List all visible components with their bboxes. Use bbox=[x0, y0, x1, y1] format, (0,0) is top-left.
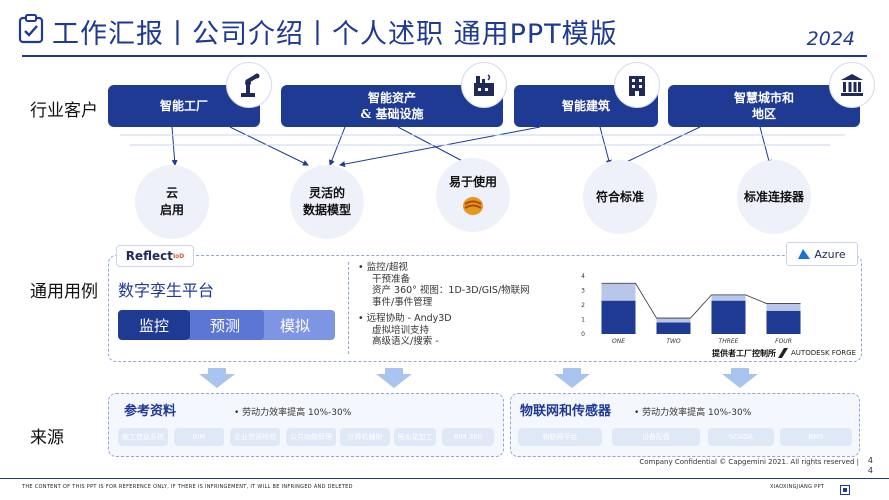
swirl-logo-icon bbox=[462, 196, 483, 215]
pill-construction-info: 施工信息系统 bbox=[118, 428, 168, 446]
azure-label: Azure bbox=[814, 247, 846, 261]
row-label-source: 来源 bbox=[30, 428, 64, 448]
x-tick-label: THREE bbox=[719, 338, 739, 345]
capability-ease-label: 易于使用 bbox=[448, 174, 497, 189]
source-panel-reference bbox=[108, 393, 504, 457]
bullet-remote: • 远程协助 - Andy3D bbox=[358, 313, 452, 324]
qr-icon bbox=[840, 480, 850, 499]
page-title: 工作汇报丨公司介绍丨个人述职 通用PPT模版 bbox=[52, 19, 618, 50]
down-arrow bbox=[722, 368, 758, 388]
row-label-industry: 行业客户 bbox=[30, 101, 98, 121]
pill-computer-aided: 计算机辅助 bbox=[340, 428, 390, 446]
bullet-sub: 高级语义/搜索 - bbox=[372, 336, 439, 347]
chart-bar-segment bbox=[656, 322, 691, 334]
pill-equipment: 设备配备 bbox=[612, 428, 700, 446]
capability-connectors: 标准连接器 bbox=[737, 160, 811, 234]
bullet-sub: 事件/事件管理 bbox=[372, 296, 433, 308]
y-tick-label: 4 bbox=[581, 273, 585, 280]
y-tick-label: 0 bbox=[581, 331, 585, 338]
footer-author: XIAOXINGJIANG PPT bbox=[770, 484, 825, 490]
pill-bim: BIM bbox=[174, 428, 224, 446]
forge-label: AUTODESK FORGE bbox=[791, 349, 857, 357]
reflect-logo-text: Reflect bbox=[125, 249, 173, 263]
bullet-monitor: • 监控/超视 bbox=[358, 262, 408, 273]
autodesk-icon bbox=[778, 348, 788, 358]
capability-cloud: 云 启用 bbox=[135, 165, 209, 239]
chart-bar-segment bbox=[601, 300, 636, 334]
chart-bar-segment bbox=[766, 303, 801, 311]
pill-public-function: 公共功能管理 bbox=[286, 428, 336, 446]
capability-standards: 符合标准 bbox=[583, 160, 657, 234]
bullet-sub: 干预准备 bbox=[372, 273, 411, 285]
title-divider bbox=[22, 55, 867, 57]
pill-bms: BMS bbox=[780, 428, 852, 446]
source-title-reference: 参考资料 bbox=[124, 404, 177, 419]
x-tick-label: TWO bbox=[666, 338, 681, 345]
down-arrow bbox=[376, 368, 412, 388]
chart-bar-segment bbox=[766, 310, 801, 334]
footer-disclaimer: THE CONTENT OF THIS PPT IS FOR REFERENCE… bbox=[22, 484, 353, 490]
source-note-iot: • 劳动力效率提高 10%-30% bbox=[634, 408, 752, 418]
confidential-notice: Company Confidential © Capgemini 2021. A… bbox=[639, 458, 859, 466]
pill-bim360: BIM 360 bbox=[442, 428, 494, 446]
y-tick-label: 3 bbox=[581, 288, 585, 295]
y-tick-label: 2 bbox=[581, 302, 585, 309]
chart-bar-segment bbox=[711, 294, 746, 301]
pill-edm: 电火花加工 bbox=[394, 428, 436, 446]
autodesk-forge-logo: AUTODESK FORGE bbox=[778, 348, 856, 358]
clipboard-icon bbox=[18, 14, 44, 44]
year-label: 2024 bbox=[806, 28, 855, 50]
bullet-sub: 虚拟培训支持 bbox=[372, 324, 430, 336]
capability-data-model: 灵活的 数据模型 bbox=[290, 165, 364, 239]
bullet-sub: 资产 360° 视图：1D-3D/GIS/物联网 bbox=[372, 285, 530, 296]
factory-icon bbox=[461, 62, 507, 108]
robot-arm-icon bbox=[226, 62, 272, 108]
tab-monitor[interactable]: 监控 bbox=[118, 310, 190, 340]
bank-icon bbox=[829, 62, 875, 108]
industry-smart-city[interactable]: 智慧城市和 地区 bbox=[668, 85, 860, 127]
azure-badge: Azure bbox=[786, 242, 858, 266]
usecase-divider bbox=[348, 262, 350, 354]
chart-bar-segment bbox=[601, 283, 636, 301]
chart-outline bbox=[601, 282, 801, 319]
twin-platform-title: 数字孪生平台 bbox=[118, 281, 215, 300]
row-label-usecase: 通用用例 bbox=[30, 282, 98, 302]
usecase-bullets: • 监控/超视 干预准备 资产 360° 视图：1D-3D/GIS/物联网 事件… bbox=[358, 262, 530, 348]
reflect-logo-sup: IoD bbox=[172, 252, 185, 260]
capability-ease-of-use: 易于使用 bbox=[436, 158, 510, 232]
pill-erp: 企业资源规划 bbox=[230, 428, 280, 446]
pill-scada: SCADA bbox=[708, 428, 774, 446]
page-number: 4 4 bbox=[867, 456, 873, 475]
tab-predict[interactable]: 预测 bbox=[186, 310, 264, 340]
down-arrow bbox=[554, 368, 590, 388]
x-tick-label: ONE bbox=[612, 338, 625, 345]
source-title-iot: 物联网和传感器 bbox=[520, 404, 612, 419]
building-icon bbox=[614, 62, 660, 108]
pill-iot-platform: 物联网平台 bbox=[518, 428, 602, 446]
y-tick-label: 1 bbox=[581, 317, 585, 324]
azure-icon bbox=[798, 249, 811, 259]
x-tick-label: FOUR bbox=[775, 338, 792, 345]
down-arrow bbox=[199, 368, 235, 388]
tab-simulate[interactable]: 模拟 bbox=[255, 310, 335, 340]
provider-label: 提供者工厂控制所 bbox=[712, 349, 776, 358]
chart-bar-segment bbox=[656, 318, 691, 323]
footer-divider bbox=[0, 478, 889, 479]
source-note-reference: • 劳动力效率提高 10%-30% bbox=[234, 408, 352, 418]
chart-bar-segment bbox=[711, 300, 746, 334]
source-panel-iot bbox=[510, 393, 860, 457]
